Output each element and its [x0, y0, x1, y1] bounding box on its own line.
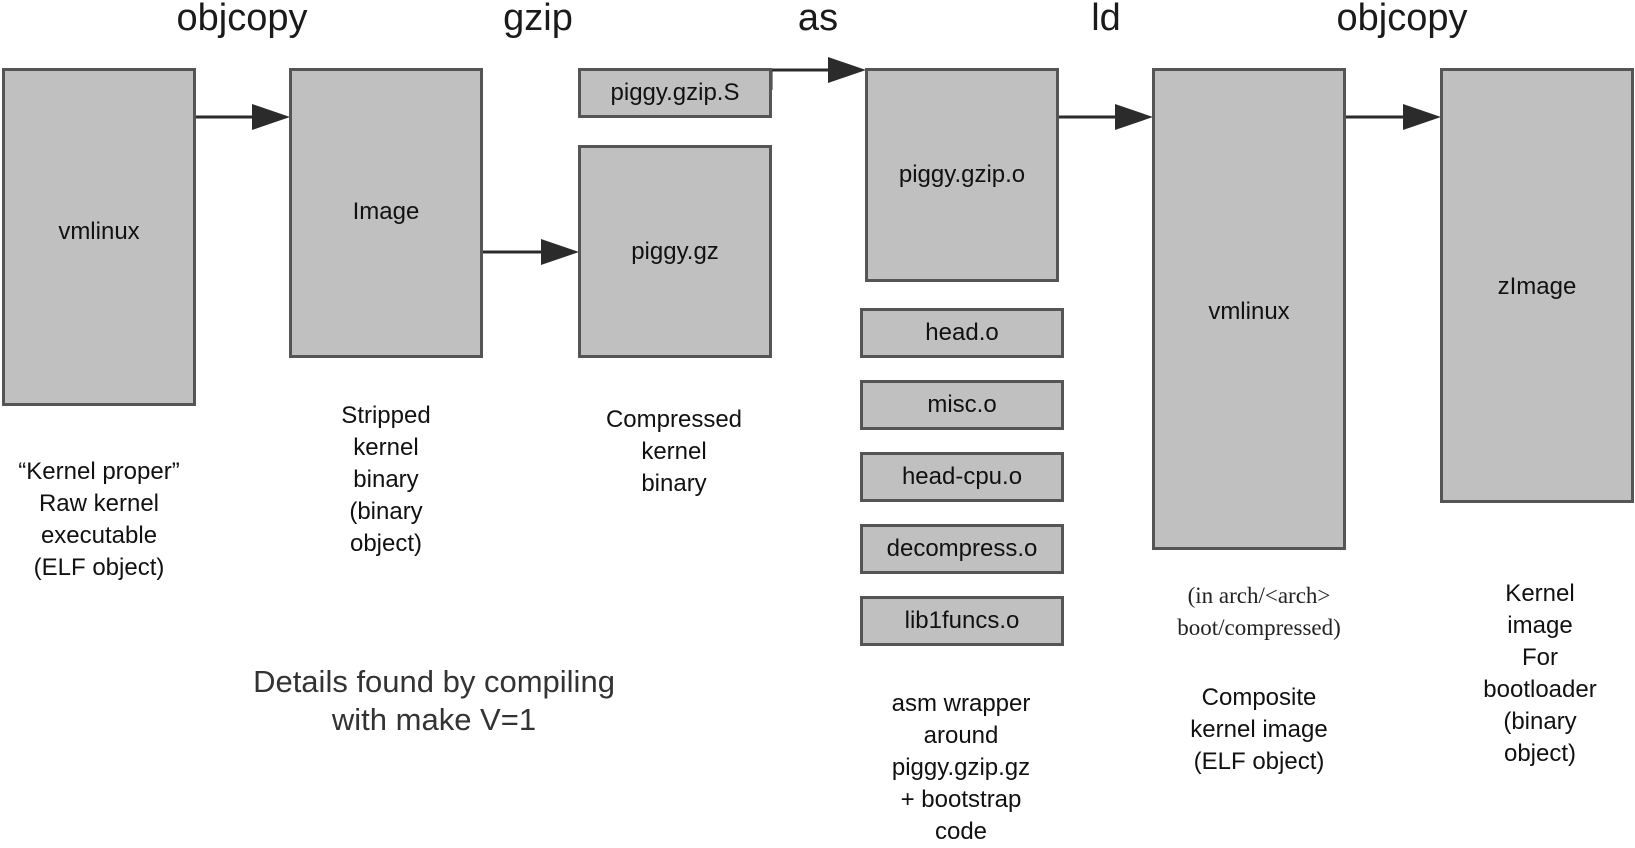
- box-head-o-label: head.o: [925, 319, 999, 346]
- box-piggy-gz-label: piggy.gz: [631, 237, 719, 265]
- box-piggy-gzip-o-label: piggy.gzip.o: [898, 161, 1026, 188]
- arrow-vmlinux-to-zimage: [1346, 104, 1441, 130]
- caption-piggy-gz: Compressed kernel binary: [605, 406, 743, 497]
- box-misc-o-label: misc.o: [927, 391, 997, 418]
- tool-objcopy-2: objcopy: [1336, 0, 1468, 39]
- box-misc-o: misc.o: [860, 380, 1064, 430]
- caption-vmlinux-composite: Composite kernel image (ELF object): [1190, 684, 1328, 775]
- box-image: Image: [289, 68, 483, 358]
- box-image-label: Image: [352, 198, 420, 225]
- arrow-piggy-s-to-piggy-o: [769, 57, 866, 90]
- tool-gzip: gzip: [503, 0, 573, 39]
- box-zimage-label: zImage: [1497, 273, 1577, 300]
- box-decompress-o: decompress.o: [860, 524, 1064, 574]
- box-decompress-o-label: decompress.o: [886, 535, 1038, 562]
- tool-as: as: [797, 0, 839, 39]
- arrow-piggy-o-to-vmlinux: [1059, 104, 1153, 130]
- box-vmlinux-composite: vmlinux: [1152, 68, 1346, 550]
- caption-vmlinux-path: (in arch/<arch> boot/compressed): [1177, 583, 1341, 640]
- box-vmlinux-input-label: vmlinux: [58, 218, 140, 245]
- box-lib1funcs-o-label: lib1funcs.o: [904, 607, 1020, 634]
- arrow-image-to-piggy-gz: [483, 239, 579, 265]
- box-vmlinux-composite-label: vmlinux: [1208, 298, 1290, 325]
- box-piggy-gzip-s: piggy.gzip.S: [578, 68, 772, 118]
- box-lib1funcs-o: lib1funcs.o: [860, 596, 1064, 646]
- box-vmlinux-input: vmlinux: [2, 68, 196, 406]
- box-zimage: zImage: [1440, 68, 1634, 503]
- box-piggy-gzip-o: piggy.gzip.o: [865, 68, 1059, 282]
- tool-ld: ld: [1091, 0, 1121, 39]
- caption-zimage: Kernel image For bootloader (binary obje…: [1483, 580, 1597, 767]
- box-piggy-gz: piggy.gz: [578, 145, 772, 358]
- caption-vmlinux-input: “Kernel proper” Raw kernel executable (E…: [18, 458, 180, 581]
- box-head-cpu-o-label: head-cpu.o: [901, 463, 1023, 490]
- box-head-o: head.o: [860, 308, 1064, 358]
- caption-piggy-gzip-o: asm wrapper around piggy.gzip.gz + boots…: [891, 690, 1031, 845]
- arrow-vmlinux-to-image: [196, 104, 290, 130]
- tool-objcopy-1: objcopy: [176, 0, 308, 39]
- box-piggy-gzip-s-label: piggy.gzip.S: [610, 79, 740, 106]
- caption-image: Stripped kernel binary (binary object): [341, 402, 431, 557]
- details-note: Details found by compiling with make V=1: [253, 664, 615, 737]
- box-head-cpu-o: head-cpu.o: [860, 452, 1064, 502]
